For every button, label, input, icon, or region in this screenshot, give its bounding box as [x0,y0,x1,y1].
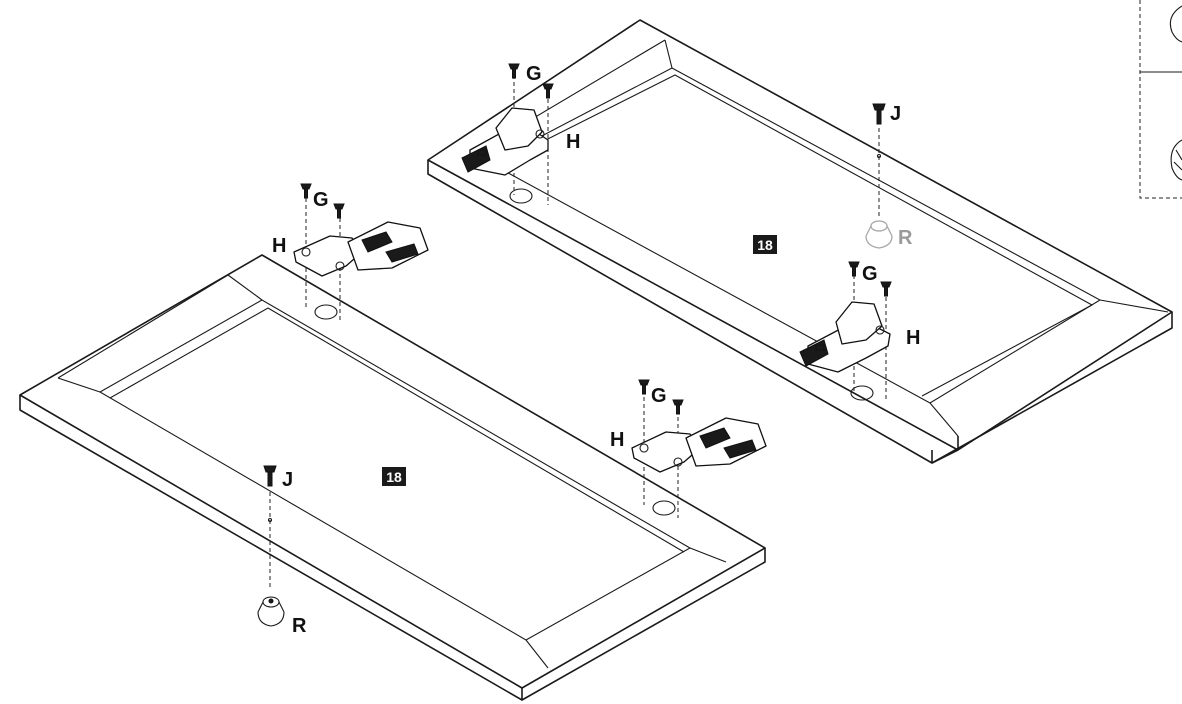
door-panel-upper [427,19,1173,464]
label-h-upper-right: H [906,327,920,349]
hinge-upper-panel-right [799,268,891,402]
panel-number-lower: 18 [386,469,402,485]
knob-screw-j-lower: J [263,465,293,590]
knob-screw-j-upper: J [872,103,901,216]
label-r-upper: R [898,227,913,249]
panel-number-badge-upper: 18 [753,235,777,254]
panel-number-upper: 18 [757,237,773,253]
door-panel-lower [19,254,766,701]
knob-r-lower: R [257,596,307,637]
screw-g-upper-right-2 [880,281,892,297]
label-h-upper-left: H [566,131,580,153]
svg-text:J: J [282,469,293,491]
label-r-lower: R [292,615,307,637]
label-h-lower-bottom: H [610,429,624,451]
label-h-lower-top: H [272,235,286,257]
svg-text:G: G [526,63,542,85]
screw-g-lower-top: G [300,183,329,211]
hinge-lower-panel-bottom [631,390,767,518]
screw-g-upper-left: G [508,63,542,85]
detail-inset-cropped [1139,0,1182,199]
svg-text:J: J [890,103,901,125]
panel-number-badge-lower: 18 [382,467,406,486]
screw-g-lower-top-2 [333,203,345,219]
hinge-lower-panel-top [293,198,429,322]
screw-g-upper-right: G [848,261,878,285]
svg-text:G: G [313,189,329,211]
knob-r-upper: R [865,220,913,249]
screw-g-lower-bottom-2 [672,399,684,415]
screw-g-upper-left-2 [542,83,554,99]
svg-text:G: G [862,263,878,285]
svg-text:G: G [651,385,667,407]
hinge-upper-panel-left [461,68,549,205]
screw-g-lower-bottom: G [638,379,667,407]
